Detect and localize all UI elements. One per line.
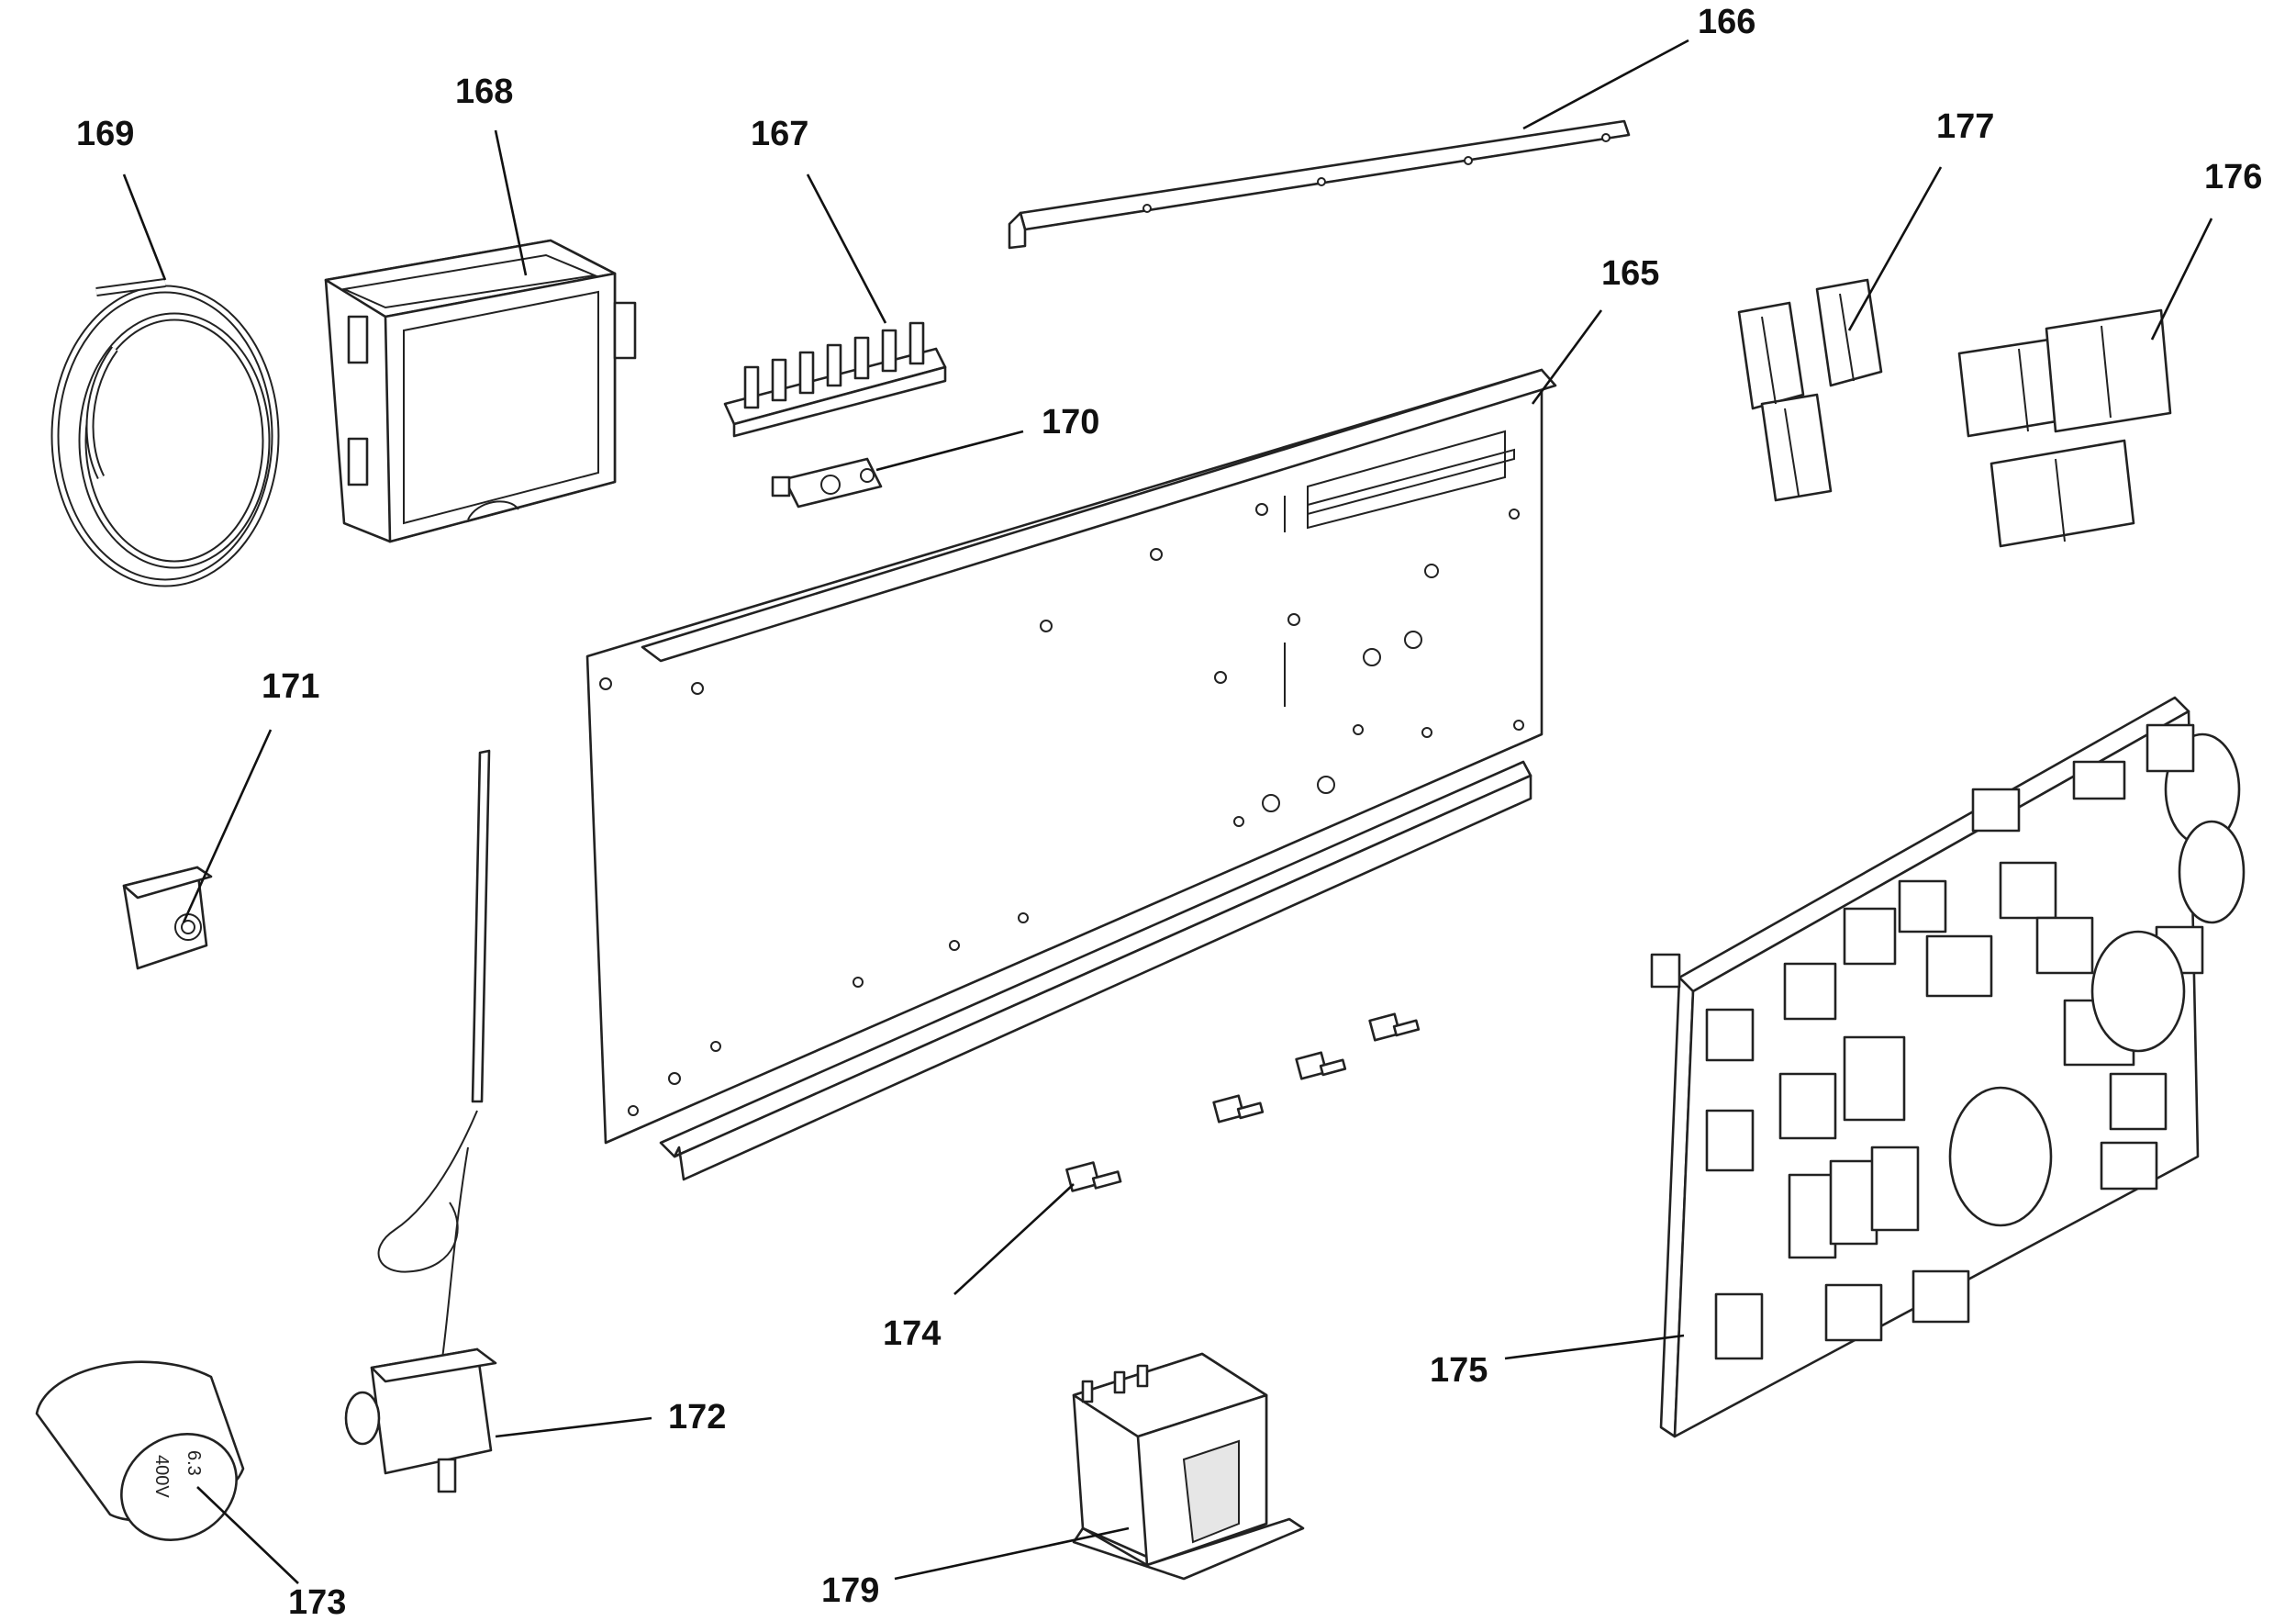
control-board bbox=[1650, 696, 2246, 1438]
part-label-168: 168 bbox=[455, 73, 513, 111]
transformer bbox=[1072, 1352, 1305, 1581]
connector-clip bbox=[771, 457, 883, 509]
part-label-175: 175 bbox=[1430, 1351, 1488, 1390]
part-label-171: 171 bbox=[262, 667, 319, 706]
part-label-179: 179 bbox=[821, 1571, 879, 1610]
terminal-block bbox=[723, 321, 947, 438]
part-label-176: 176 bbox=[2204, 158, 2262, 196]
cable-coil bbox=[50, 278, 280, 587]
mounting-plate bbox=[585, 368, 1557, 1181]
part-label-165: 165 bbox=[1601, 254, 1659, 293]
capacitor: 6.3 400V bbox=[35, 1360, 245, 1541]
part-label-173: 173 bbox=[288, 1583, 346, 1621]
part-label-167: 167 bbox=[751, 115, 808, 153]
capacitor-marking-1: 6.3 bbox=[184, 1450, 204, 1476]
part-label-169: 169 bbox=[76, 115, 134, 153]
capacitor-marking-2: 400V bbox=[151, 1455, 172, 1498]
cover-box bbox=[324, 239, 637, 543]
standoff-spacer bbox=[1065, 1012, 1421, 1192]
part-label-170: 170 bbox=[1042, 403, 1099, 442]
contactors bbox=[1957, 308, 2172, 548]
part-label-166: 166 bbox=[1698, 3, 1755, 41]
switch-knob bbox=[122, 866, 213, 970]
part-label-177: 177 bbox=[1936, 107, 1994, 146]
part-label-174: 174 bbox=[883, 1314, 941, 1353]
part-label-172: 172 bbox=[668, 1398, 726, 1437]
relay-bases bbox=[1737, 278, 1883, 502]
thermostat bbox=[344, 749, 497, 1493]
top-bracket bbox=[1008, 119, 1631, 250]
